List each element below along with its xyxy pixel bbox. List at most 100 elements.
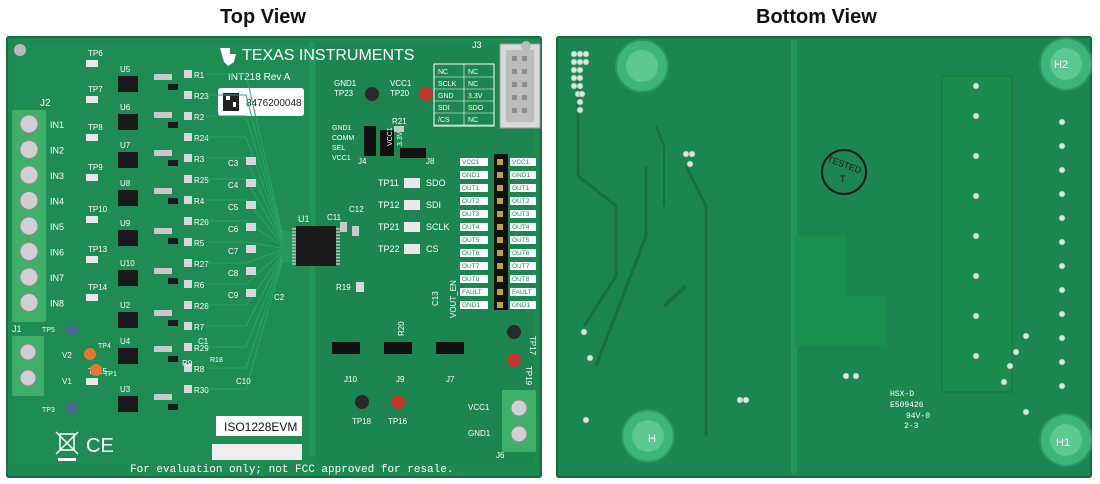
testpoint-tp20 <box>419 87 433 101</box>
pin <box>336 263 340 265</box>
label-tp23: TP23 <box>334 89 354 98</box>
via <box>972 352 980 360</box>
resistor-pad <box>184 217 192 225</box>
j3-pin-label: 3.3V <box>468 93 483 100</box>
capacitor-label: C4 <box>228 181 239 190</box>
via <box>972 112 980 120</box>
header-pin <box>497 185 503 191</box>
label-c10: C10 <box>236 377 251 386</box>
pin <box>336 250 340 252</box>
label-u1: U1 <box>298 214 310 224</box>
out-label-bg-r <box>510 210 536 218</box>
out-label-right: VCC1 <box>512 159 530 166</box>
via <box>1022 408 1030 416</box>
capacitor-pad <box>246 223 256 231</box>
board-id: INT218 Rev A <box>228 72 291 83</box>
out-label-bg <box>460 223 488 231</box>
jumper-j8[interactable] <box>400 148 426 158</box>
pin <box>336 228 340 230</box>
spi-tp-label: TP12 <box>378 200 400 210</box>
resistor-label: R6 <box>194 281 205 290</box>
input-label: IN2 <box>50 146 64 156</box>
spi-signal-label: SDI <box>426 200 441 210</box>
testpoint-pad <box>86 216 98 223</box>
chip-label: U10 <box>120 259 135 268</box>
testpoint-tp18 <box>355 395 369 409</box>
via <box>1058 238 1066 246</box>
j4-pin-label: SEL <box>332 145 345 152</box>
view-title-top: Top View <box>220 6 306 28</box>
label-vcc1-tp20: VCC1 <box>390 79 412 88</box>
pin <box>336 240 340 243</box>
header-pin <box>497 159 503 165</box>
label-c12: C12 <box>349 205 364 214</box>
pin <box>336 244 340 246</box>
pin <box>292 263 296 265</box>
label-tp3: TP3 <box>42 407 55 414</box>
label-c13: C13 <box>431 291 440 306</box>
header-pin <box>522 69 527 74</box>
smd-part <box>154 188 172 194</box>
resistor-pad <box>184 70 192 78</box>
jumper-j4[interactable] <box>364 126 376 156</box>
optocoupler-chip <box>118 190 138 206</box>
capacitor-label: C6 <box>228 225 239 234</box>
smd-part <box>154 394 172 400</box>
pin <box>336 234 340 236</box>
terminal-block-j2 <box>12 110 46 322</box>
label-tp1: TP1 <box>104 371 117 378</box>
resistor-pad <box>184 343 192 351</box>
jumper-j9[interactable] <box>384 342 412 354</box>
optocoupler-chip <box>118 76 138 92</box>
chip-label: U5 <box>120 65 131 74</box>
resistor-label: R5 <box>194 239 205 248</box>
capacitor-pad <box>246 267 256 275</box>
input-label: IN1 <box>50 120 64 130</box>
jumper-j7[interactable] <box>436 342 464 354</box>
header-pin <box>497 211 503 217</box>
via <box>1006 362 1014 370</box>
via <box>736 396 744 404</box>
via <box>576 98 584 106</box>
out-label-bg <box>460 184 488 192</box>
out-label: OUT7 <box>462 263 480 270</box>
j3-pin-label: NC <box>468 81 478 88</box>
out-label: GND1 <box>462 302 480 309</box>
out-label: FAULT <box>462 289 482 296</box>
via <box>1058 382 1066 390</box>
out-label-right: OUT4 <box>512 224 530 231</box>
via <box>582 50 590 58</box>
out-label-bg <box>460 171 488 179</box>
resistor-label: R27 <box>194 260 209 269</box>
j4-pin-label: COMM <box>332 135 354 142</box>
pin <box>336 237 340 240</box>
via <box>586 354 594 362</box>
testpoint-label: TP6 <box>88 49 103 58</box>
label-r19: R19 <box>336 283 351 292</box>
tested-stamp <box>821 149 867 195</box>
spi-signal-label: SCLK <box>426 222 450 232</box>
label-r18: R18 <box>210 357 223 364</box>
via <box>1058 118 1066 126</box>
smd-diode <box>168 320 178 326</box>
jumper-j10[interactable] <box>332 342 360 354</box>
resistor-label: R1 <box>194 71 205 80</box>
trace <box>206 255 296 327</box>
smd-diode <box>168 238 178 244</box>
via <box>576 66 584 74</box>
header-pin <box>522 108 527 113</box>
header-pin <box>512 69 517 74</box>
bottom-board-svg: H2 H1 H TESTED T HSX-D E509426 94V-0 2-3 <box>570 37 1093 474</box>
out-label-bg-r <box>510 275 536 283</box>
via <box>576 74 584 82</box>
j3-pin-label: GND <box>438 93 454 100</box>
brand-text: TEXAS INSTRUMENTS <box>242 47 414 64</box>
testpoint-label: TP10 <box>88 205 108 214</box>
smd-part <box>154 268 172 274</box>
out-label: VCC1 <box>462 159 480 166</box>
testpoint-label: TP8 <box>88 123 103 132</box>
label-tp17: TP17 <box>528 336 537 356</box>
out-label-right: OUT2 <box>512 198 530 205</box>
smd-part <box>154 74 172 80</box>
out-label: OUT2 <box>462 198 480 205</box>
